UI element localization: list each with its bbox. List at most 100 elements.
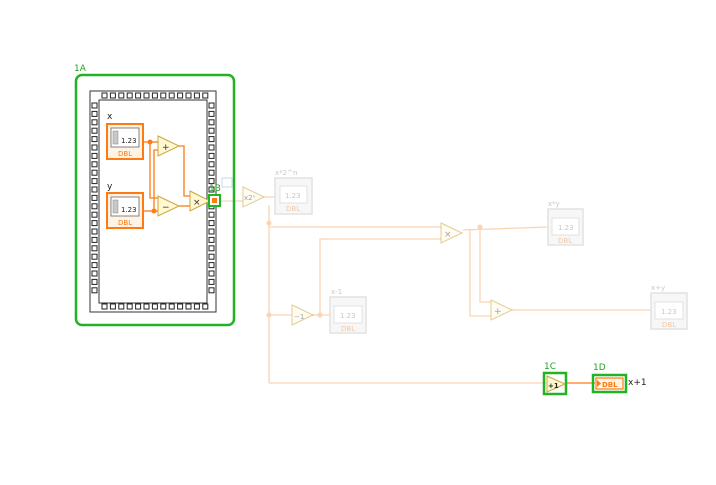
sprocket-hole <box>208 262 215 269</box>
control-x-value: 1.23 <box>121 137 137 145</box>
sprocket-hole <box>91 203 98 210</box>
frame-highlight <box>74 73 236 327</box>
sprocket-hole <box>177 303 184 310</box>
wire[interactable] <box>179 145 190 197</box>
sprocket-hole <box>91 245 98 252</box>
sprocket-hole <box>208 178 215 185</box>
indicator-sum-type: DBL <box>662 321 676 329</box>
frame-junctions <box>147 139 157 214</box>
sprocket-hole <box>208 228 215 235</box>
indicator-mult-display <box>551 217 580 236</box>
junction-dot <box>477 224 483 230</box>
increment-tag: 1C <box>544 362 556 372</box>
sprocket-hole <box>193 92 200 99</box>
sprocket-hole <box>91 236 98 243</box>
indicator-inc-arrow-icon <box>597 380 601 387</box>
wire[interactable] <box>149 142 158 199</box>
sprocket-hole <box>208 102 215 109</box>
wire[interactable] <box>469 230 491 317</box>
sprocket-hole <box>160 92 167 99</box>
decrement-symbol: −1 <box>294 313 304 321</box>
add-node[interactable]: + <box>157 135 181 157</box>
sprocket-hole <box>160 303 167 310</box>
sprocket-hole <box>193 303 200 310</box>
scale-pow2-node[interactable]: x2ⁿ <box>242 186 266 208</box>
junction-dot <box>147 139 153 145</box>
sprocket-hole <box>208 253 215 260</box>
indicator-sum-display <box>654 301 684 320</box>
indicator-inc-type: DBL <box>602 381 618 389</box>
sprocket-hole <box>91 152 98 159</box>
sprocket-hole <box>109 92 116 99</box>
indicator-sum[interactable]: x+y 1.23 DBL <box>650 284 688 330</box>
control-x-type: DBL <box>118 150 132 158</box>
sprocket-hole <box>202 92 209 99</box>
sprocket-hole <box>168 92 175 99</box>
decrement-node[interactable]: −1 <box>291 304 315 326</box>
control-y-spinner-icon <box>112 199 119 214</box>
control-x-label: x <box>107 112 113 122</box>
wire[interactable] <box>319 238 441 315</box>
tunnel-core <box>212 198 217 203</box>
increment-triangle <box>546 375 567 393</box>
indicator-dec-value: 1.23 <box>340 312 356 320</box>
sprocket-hole <box>135 303 142 310</box>
wire[interactable] <box>479 227 491 303</box>
sprocket-hole <box>91 194 98 201</box>
frame-tag: 1A <box>74 64 87 74</box>
sprocket-hole <box>91 178 98 185</box>
indicator-sum-label: x+y <box>651 284 665 292</box>
multiply-symbol: × <box>193 198 201 208</box>
indicator-dec[interactable]: x-1 1.23 DBL <box>329 288 367 334</box>
sprocket-hole <box>126 303 133 310</box>
wire[interactable] <box>153 149 158 211</box>
sprocket-hole <box>118 92 125 99</box>
sprocket-hole <box>101 92 108 99</box>
add-outer-symbol: + <box>494 307 502 317</box>
sprocket-hole <box>91 110 98 117</box>
subtract-node[interactable]: − <box>157 195 181 217</box>
control-y-type: DBL <box>118 219 132 227</box>
sprocket-hole <box>208 119 215 126</box>
indicator-inc-terminal <box>595 377 624 390</box>
sprocket-hole <box>208 110 215 117</box>
wire[interactable] <box>462 226 549 231</box>
increment-symbol: +1 <box>548 382 559 390</box>
sprocket-hole <box>208 211 215 218</box>
control-x[interactable]: x 1.23 DBL <box>106 112 144 160</box>
sprocket-hole <box>202 303 209 310</box>
sprocket-hole <box>208 236 215 243</box>
indicator-dec-display <box>333 305 363 324</box>
sprocket-hole <box>91 253 98 260</box>
indicator-dec-label: x-1 <box>331 288 342 296</box>
sprocket-hole <box>208 169 215 176</box>
multiply-outer-node[interactable]: × <box>440 222 464 244</box>
sprocket-hole <box>185 92 192 99</box>
sprocket-hole <box>91 278 98 285</box>
junction-dot <box>266 220 272 226</box>
indicator-mult-value: 1.23 <box>558 224 574 232</box>
sprocket-hole <box>91 270 98 277</box>
junction-dot <box>151 208 157 214</box>
indicator-mult-type: DBL <box>558 237 572 245</box>
indicator-inc[interactable]: 1D DBL x+1 <box>591 363 647 394</box>
sequence-tunnel[interactable]: 1B <box>208 184 221 207</box>
sprocket-hole <box>118 303 125 310</box>
sprocket-hole <box>208 245 215 252</box>
sprocket-hole <box>109 303 116 310</box>
sprocket-hole <box>91 262 98 269</box>
sprocket-hole <box>91 287 98 294</box>
decrement-triangle <box>291 304 315 326</box>
indicator-mult[interactable]: x*y 1.23 DBL <box>547 200 584 246</box>
multiply-outer-symbol: × <box>444 230 452 240</box>
sprocket-hole <box>91 186 98 193</box>
add-outer-node[interactable]: + <box>490 299 514 321</box>
increment-node[interactable]: 1C +1 <box>542 362 568 396</box>
constant-terminal[interactable] <box>221 177 233 188</box>
indicator-scale[interactable]: x*2^n 1.23 DBL <box>274 169 313 215</box>
indicator-scale-type: DBL <box>286 205 300 213</box>
control-y[interactable]: y 1.23 DBL <box>106 182 144 229</box>
sprocket-hole <box>185 303 192 310</box>
multiply-node[interactable]: × <box>189 190 212 212</box>
